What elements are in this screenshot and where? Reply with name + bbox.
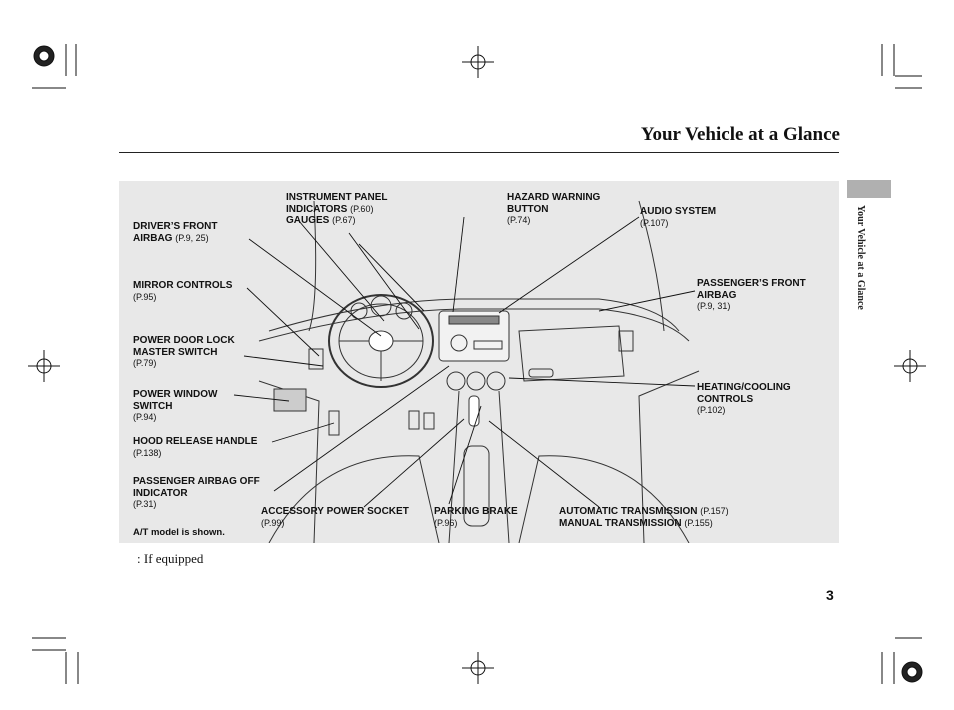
mirror-ref: (P.95) xyxy=(133,291,157,302)
instrument-panel-label: INSTRUMENT PANEL INDICATORS (P.60) GAUGE… xyxy=(286,192,387,227)
drivers-airbag-ref: (P.9, 25) xyxy=(175,232,209,243)
passenger-airbag-off-ref: (P.31) xyxy=(133,499,157,509)
heating-text-2: CONTROLS xyxy=(697,393,754,405)
instrument-panel-text: INSTRUMENT PANEL xyxy=(286,192,388,203)
audio-label: AUDIO SYSTEM (P.107) xyxy=(640,206,716,229)
parking-brake-label: PARKING BRAKE (P.96) xyxy=(434,506,518,529)
drivers-airbag-text-1: DRIVER’S FRONT xyxy=(133,221,218,232)
door-lock-ref: (P.79) xyxy=(133,358,157,368)
power-window-text-2: SWITCH xyxy=(133,400,173,412)
manual-trans-ref: (P.155) xyxy=(684,517,713,528)
registration-marks xyxy=(28,44,926,684)
passenger-airbag-text-1: PASSENGER’S FRONT xyxy=(697,278,806,289)
power-window-text-1: POWER WINDOW xyxy=(133,389,218,400)
door-lock-text-2: MASTER SWITCH xyxy=(133,346,218,358)
page-title: Your Vehicle at a Glance xyxy=(640,124,840,145)
section-tab xyxy=(847,180,891,198)
audio-ref: (P.107) xyxy=(640,217,669,228)
passenger-airbag-off-label: PASSENGER AIRBAG OFF INDICATOR (P.31) xyxy=(133,476,260,511)
gauges-ref: (P.67) xyxy=(332,215,356,225)
heating-text-1: HEATING/COOLING xyxy=(697,382,791,393)
drivers-airbag-text-2: AIRBAG xyxy=(133,232,173,244)
parking-brake-ref: (P.96) xyxy=(434,517,458,528)
passenger-airbag-text-2: AIRBAG xyxy=(697,289,737,301)
power-window-ref: (P.94) xyxy=(133,412,157,422)
hazard-text-1: HAZARD WARNING xyxy=(507,192,601,203)
manual-trans-text: MANUAL TRANSMISSION xyxy=(559,517,682,529)
accessory-socket-text: ACCESSORY POWER SOCKET xyxy=(261,506,409,517)
passenger-airbag-label: PASSENGER’S FRONT AIRBAG (P.9, 31) xyxy=(697,278,806,313)
section-tab-label: Your Vehicle at a Glance xyxy=(855,205,866,310)
hazard-ref: (P.74) xyxy=(507,215,531,225)
auto-trans-ref: (P.157) xyxy=(700,506,729,516)
page-number: 3 xyxy=(826,587,834,603)
accessory-socket-ref: (P.99) xyxy=(261,517,285,528)
indicators-text: INDICATORS xyxy=(286,203,348,215)
transmission-label: AUTOMATIC TRANSMISSION (P.157) MANUAL TR… xyxy=(559,506,729,529)
hood-release-ref: (P.138) xyxy=(133,447,162,458)
auto-trans-text: AUTOMATIC TRANSMISSION xyxy=(559,506,698,517)
heating-label: HEATING/COOLING CONTROLS (P.102) xyxy=(697,382,791,417)
dashboard-illustration xyxy=(233,200,700,543)
accessory-socket-label: ACCESSORY POWER SOCKET (P.99) xyxy=(261,506,409,529)
hood-release-label: HOOD RELEASE HANDLE (P.138) xyxy=(133,436,257,459)
indicators-ref: (P.60) xyxy=(350,203,374,214)
hazard-text-2: BUTTON xyxy=(507,203,549,215)
heating-ref: (P.102) xyxy=(697,405,726,415)
model-note: A/T model is shown. xyxy=(133,527,225,538)
footnote-if-equipped: : If equipped xyxy=(137,551,204,566)
hazard-label: HAZARD WARNING BUTTON (P.74) xyxy=(507,192,600,227)
passenger-airbag-off-text-2: INDICATOR xyxy=(133,487,188,499)
power-window-label: POWER WINDOW SWITCH (P.94) xyxy=(133,389,217,424)
gauges-text: GAUGES xyxy=(286,215,330,226)
drivers-airbag-label: DRIVER’S FRONT AIRBAG (P.9, 25) xyxy=(133,221,217,244)
parking-brake-text: PARKING BRAKE xyxy=(434,506,518,517)
title-rule xyxy=(119,152,839,153)
mirror-text: MIRROR CONTROLS xyxy=(133,280,233,291)
hood-release-text: HOOD RELEASE HANDLE xyxy=(133,436,258,447)
door-lock-text-1: POWER DOOR LOCK xyxy=(133,335,235,346)
mirror-label: MIRROR CONTROLS (P.95) xyxy=(133,280,232,303)
passenger-airbag-ref: (P.9, 31) xyxy=(697,301,731,311)
passenger-airbag-off-text-1: PASSENGER AIRBAG OFF xyxy=(133,476,260,487)
door-lock-label: POWER DOOR LOCK MASTER SWITCH (P.79) xyxy=(133,335,235,370)
audio-text: AUDIO SYSTEM xyxy=(640,206,717,217)
dashboard-illustration-panel: INSTRUMENT PANEL INDICATORS (P.60) GAUGE… xyxy=(119,181,839,543)
